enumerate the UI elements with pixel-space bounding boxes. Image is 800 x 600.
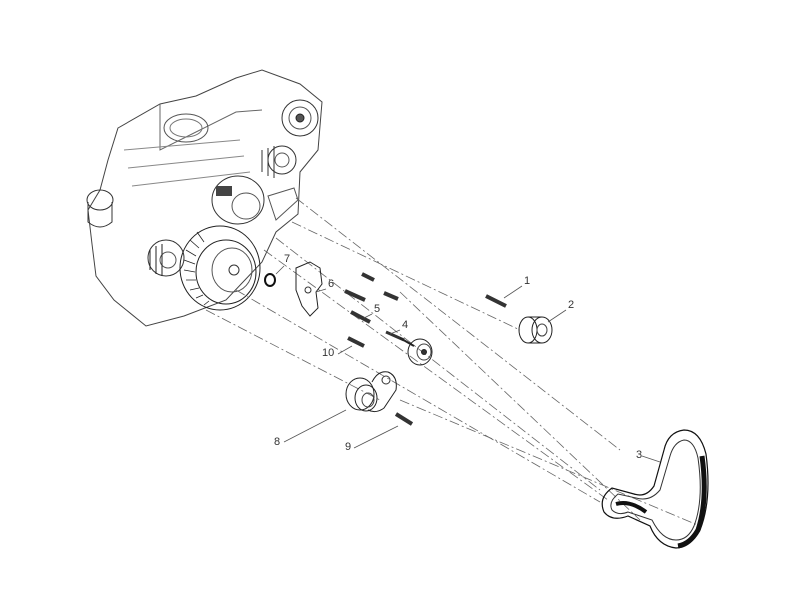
center-lines bbox=[205, 197, 701, 527]
part-3-belt bbox=[601, 429, 709, 549]
leader-lines bbox=[275, 265, 661, 463]
bolts bbox=[344, 272, 507, 426]
engine-block bbox=[86, 69, 323, 327]
callout-8: 8 bbox=[274, 436, 281, 448]
callout-1: 1 bbox=[524, 275, 531, 287]
part-4-idler-pulley bbox=[399, 337, 433, 366]
callout-3: 3 bbox=[636, 449, 643, 461]
callout-6: 6 bbox=[328, 278, 335, 290]
part-7-o-ring bbox=[264, 273, 276, 287]
part-6-bracket bbox=[295, 261, 323, 317]
callout-5: 5 bbox=[374, 303, 381, 315]
callout-4: 4 bbox=[402, 319, 409, 331]
callout-7: 7 bbox=[284, 253, 291, 265]
part-2-roller bbox=[518, 316, 553, 344]
callout-2: 2 bbox=[568, 299, 575, 311]
callout-9: 9 bbox=[345, 441, 352, 453]
callout-10: 10 bbox=[322, 347, 335, 359]
part-8-tensioner bbox=[345, 371, 397, 413]
